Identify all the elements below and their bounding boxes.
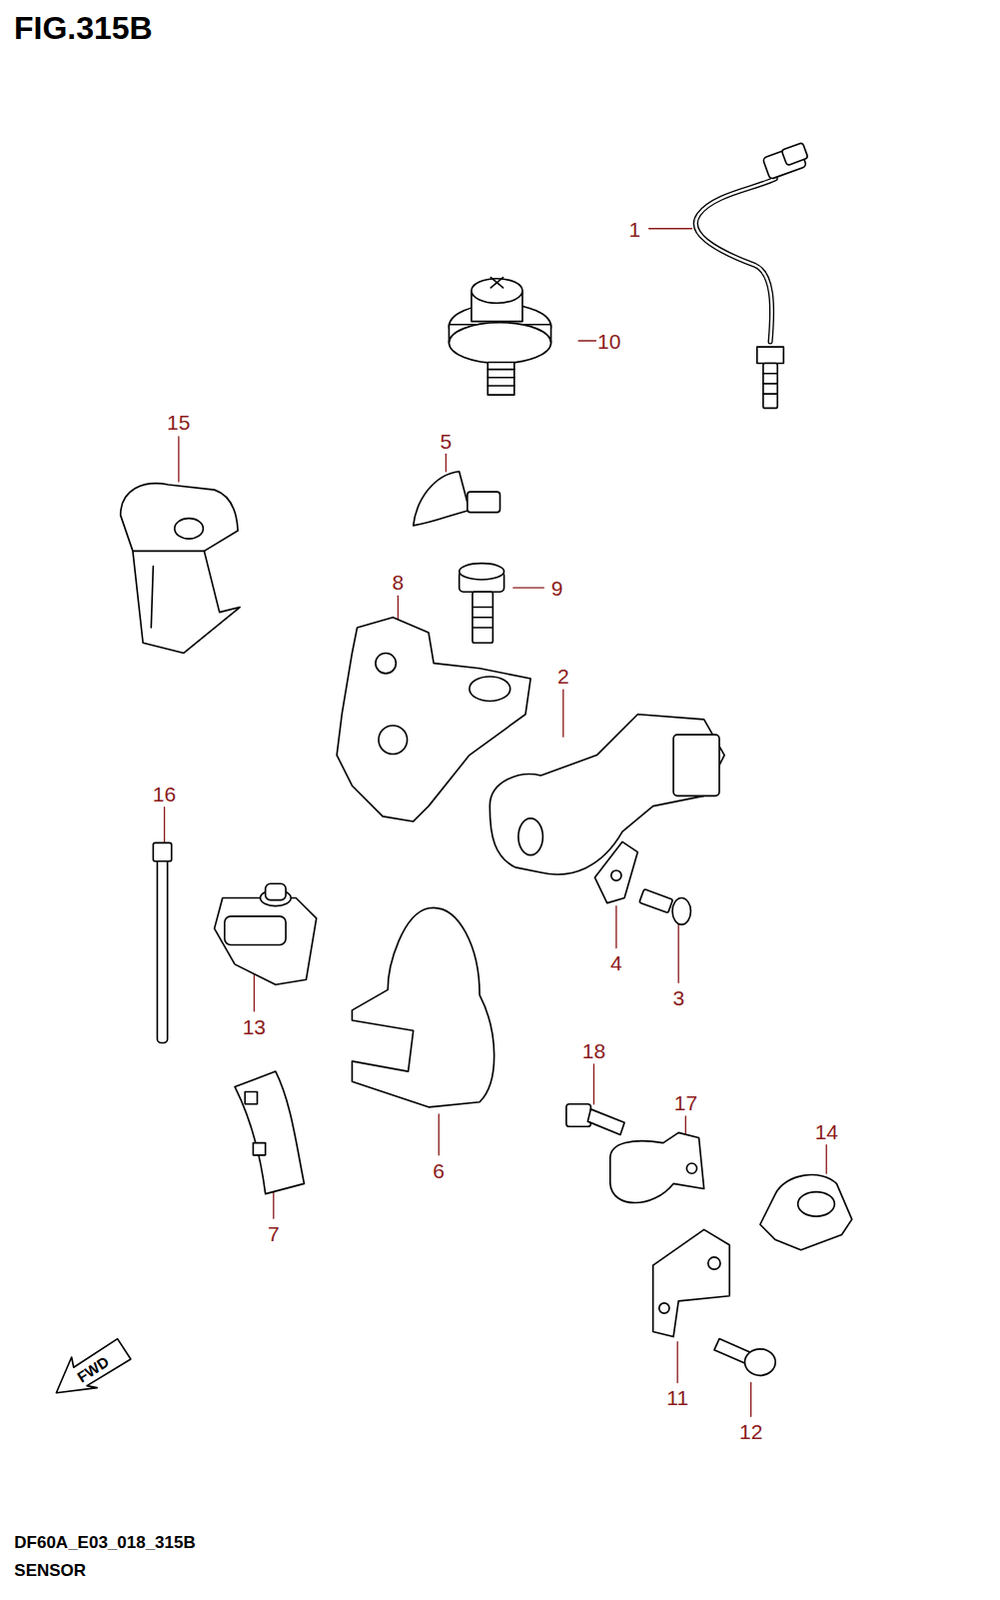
callout-number: 11 — [666, 1386, 689, 1408]
callout-number: 14 — [815, 1119, 839, 1141]
callout-number: 18 — [582, 1039, 606, 1061]
figure-title: FIG.315B — [13, 9, 153, 47]
callout-number: 6 — [432, 1158, 445, 1180]
figure-caption: SENSOR — [13, 1561, 86, 1579]
callout-number: 5 — [440, 430, 453, 452]
callout-number: 16 — [152, 782, 176, 804]
callout-number: 7 — [267, 1221, 280, 1243]
callout-number: 2 — [557, 665, 570, 687]
callout-number: 1 — [628, 217, 641, 239]
callout-number: 17 — [674, 1091, 698, 1113]
callout-number: 10 — [597, 330, 621, 352]
figure-caption: DF60A_E03_018_315B — [13, 1533, 195, 1551]
callout-number: 4 — [610, 952, 623, 974]
callout-number: 13 — [242, 1014, 266, 1036]
callout-number: 12 — [739, 1420, 763, 1442]
callout-number: 3 — [672, 986, 685, 1007]
callout-number: 9 — [551, 577, 564, 599]
callout-number: 8 — [392, 571, 405, 593]
callout-number: 15 — [166, 410, 190, 432]
